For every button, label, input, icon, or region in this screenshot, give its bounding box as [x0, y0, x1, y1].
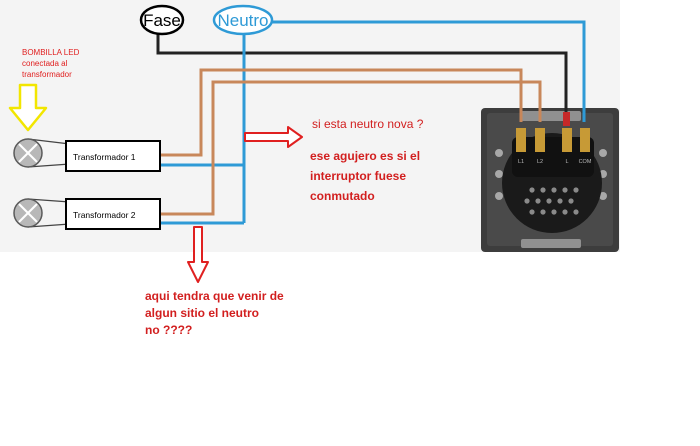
- neutral-source-arrow-icon: [187, 226, 209, 283]
- switch-screw-right-top: [599, 149, 607, 157]
- bulb-icon-1: [13, 138, 71, 168]
- hole-note-line-2: interruptor fuese: [310, 169, 406, 183]
- switch-terminal-4: [580, 128, 590, 152]
- switch-mounting-slot-bottom: [521, 239, 581, 248]
- load-wire-1: [160, 68, 523, 157]
- transformer-1-box: [65, 140, 161, 172]
- bulb-note-line-1: BOMBILLA LED: [22, 48, 80, 57]
- hole-note-line-3: conmutado: [310, 189, 375, 203]
- neutro-label: Neutro: [217, 11, 268, 30]
- hole-note-line-1: ese agujero es si el: [310, 149, 420, 163]
- switch-terminal-label-4: COM: [579, 159, 592, 165]
- fase-wire-end: [563, 112, 570, 126]
- touch-switch: L1 L2 L COM: [481, 108, 619, 252]
- switch-speaker-holes: [524, 187, 579, 215]
- switch-terminal-block: [512, 137, 594, 177]
- load-wire-2: [160, 80, 542, 216]
- switch-screw-left-top: [495, 149, 503, 157]
- switch-screw-left-mid: [495, 170, 503, 178]
- neutral-question-arrow-icon: [244, 126, 303, 148]
- switch-screw-right-bottom: [599, 192, 607, 200]
- transformer-2-box: [65, 198, 161, 230]
- neutro-wire-to-switch: [264, 20, 586, 122]
- neutral-source-line-3: no ????: [145, 323, 192, 337]
- fase-label-circle: [139, 4, 185, 36]
- switch-mounting-slot-top: [521, 111, 581, 121]
- neutro-label-circle: [212, 4, 274, 36]
- switch-terminal-label-1: L1: [518, 159, 524, 165]
- switch-terminal-label-3: L: [565, 159, 568, 165]
- bulb-note-line-2: conectada al: [22, 59, 68, 68]
- switch-terminal-3: [562, 128, 572, 152]
- switch-screw-left-bottom: [495, 192, 503, 200]
- fase-label: Fase: [143, 11, 181, 30]
- bulb-arrow-icon: [8, 83, 48, 132]
- neutral-source-line-1: aqui tendra que venir de: [145, 289, 284, 303]
- neutral-question-text: si esta neutro nova ?: [312, 117, 424, 131]
- neutral-source-line-2: algun sitio el neutro: [145, 306, 259, 320]
- switch-terminal-2: [535, 128, 545, 152]
- transformer-2-label: Transformador 2: [73, 210, 136, 220]
- bulb-icon-2: [13, 198, 71, 228]
- switch-terminal-1: [516, 128, 526, 152]
- fase-wire: [156, 30, 568, 122]
- bulb-note-line-3: transformador: [22, 70, 72, 79]
- transformer-1-label: Transformador 1: [73, 152, 136, 162]
- switch-terminal-label-2: L2: [537, 159, 543, 165]
